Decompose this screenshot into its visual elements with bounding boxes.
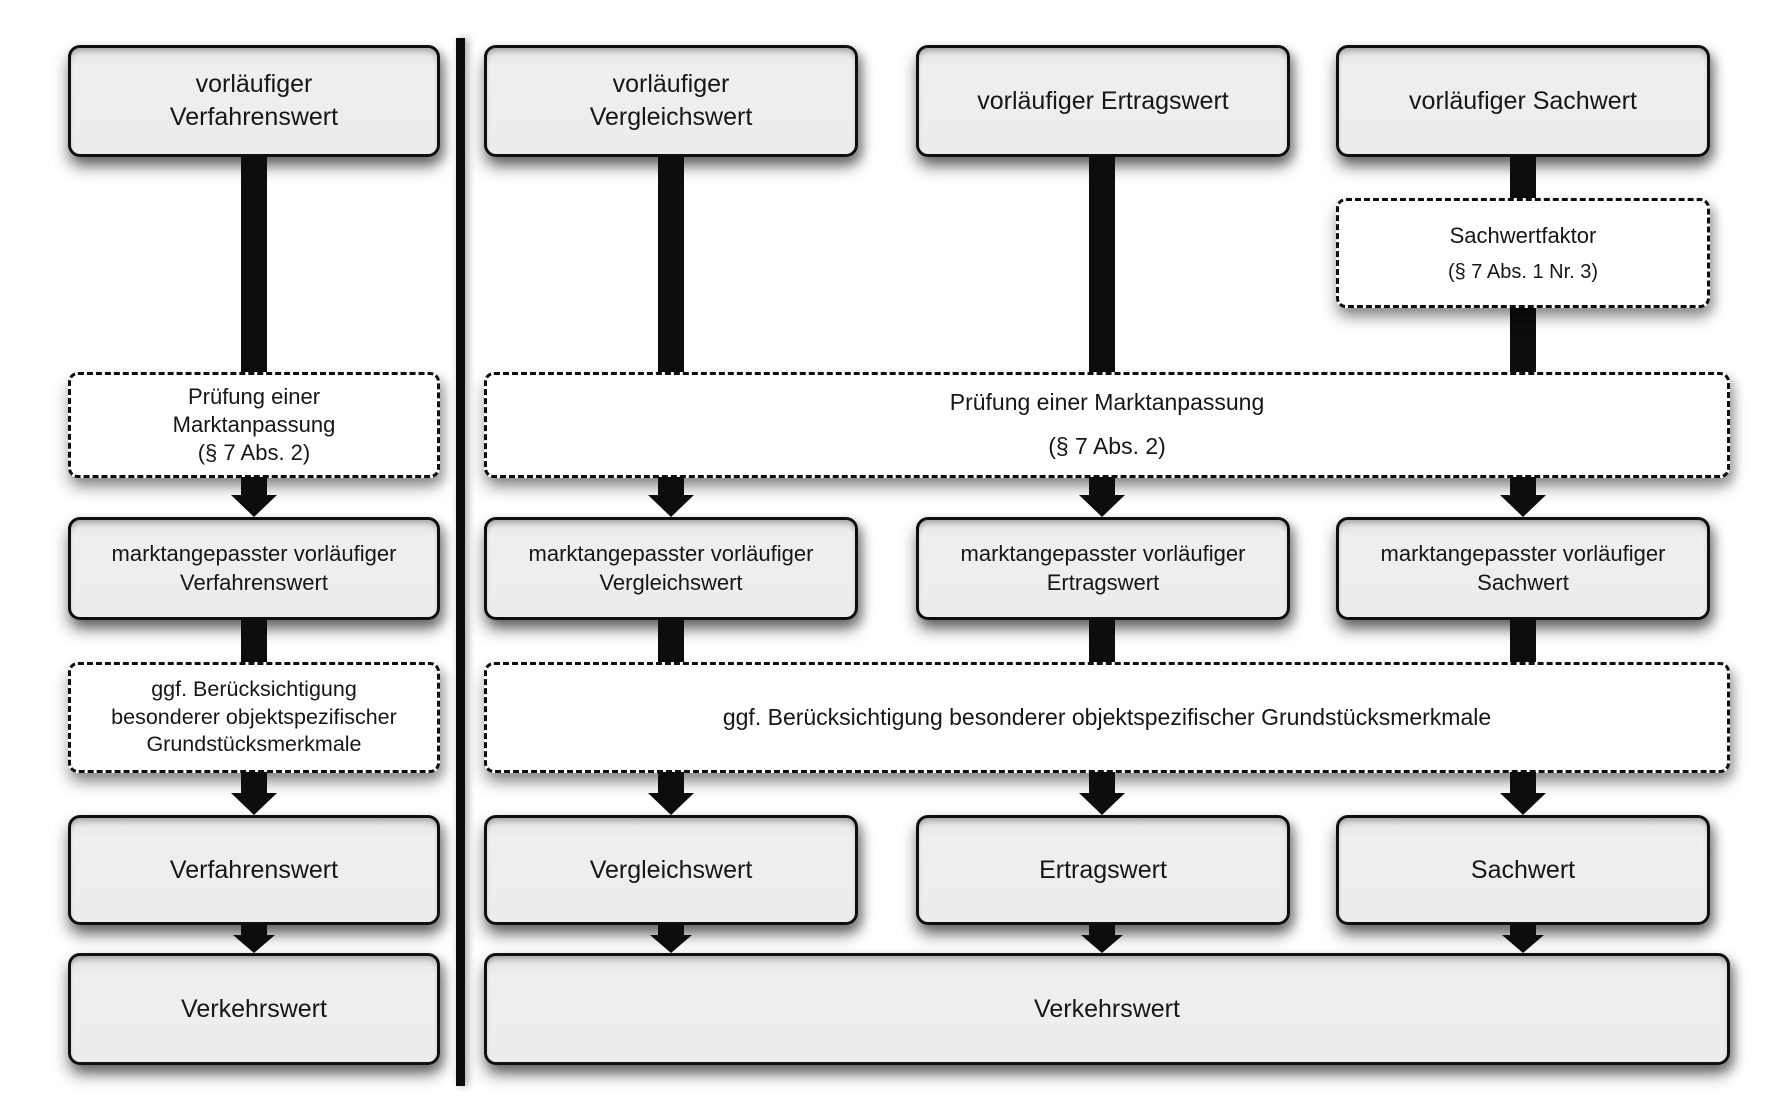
box-sachwert: Sachwert xyxy=(1336,815,1710,925)
connector-ertragswert-down xyxy=(1089,156,1115,373)
box-marktangepasster-sachwert: marktangepasster vorläufiger Sachwert xyxy=(1336,517,1710,620)
box-label-line: (§ 7 Abs. 2) xyxy=(1048,433,1166,459)
arrow-ggf-to-result-col4 xyxy=(1500,772,1546,815)
lane-divider-line xyxy=(456,38,465,1086)
arrow-pruefung-to-markt-col1 xyxy=(231,477,277,517)
box-label-line: Verkehrswert xyxy=(1034,994,1180,1023)
box-beruecksichtigung-wide: ggf. Berücksichtigung besonderer objekts… xyxy=(484,662,1730,773)
box-label-line: Sachwert xyxy=(1477,569,1569,595)
arrow-pruefung-to-markt-col4 xyxy=(1500,477,1546,517)
box-label-line: vorläufiger Sachwert xyxy=(1409,86,1637,115)
arrow-result-to-final-col4 xyxy=(1502,924,1544,953)
arrow-result-to-final-col3 xyxy=(1081,924,1123,953)
box-label-line: Sachwertfaktor xyxy=(1449,222,1597,248)
box-label-line: Prüfung einer xyxy=(187,383,321,409)
box-verfahrenswert: Verfahrenswert xyxy=(68,815,440,925)
connector-markt-to-ggf-col2 xyxy=(658,619,684,663)
box-label-line: Verkehrswert xyxy=(181,994,327,1023)
box-label-line: marktangepasster vorläufiger xyxy=(528,541,814,567)
connector-verfahrenswert-down xyxy=(241,156,267,373)
connector-markt-to-ggf-col4 xyxy=(1510,619,1536,663)
box-vorlaeufiger-ertragswert: vorläufiger Ertragswert xyxy=(916,45,1290,157)
box-label-line: Verfahrenswert xyxy=(169,855,339,884)
box-label-line: besonderer objektspezifischer xyxy=(111,704,397,729)
box-label-line: Vergleichswert xyxy=(589,855,753,884)
box-pruefung-marktanpassung-wide: Prüfung einer Marktanpassung (§ 7 Abs. 2… xyxy=(484,372,1730,478)
box-label-line: Vergleichswert xyxy=(599,569,743,595)
box-label-line: vorläufiger Ertragswert xyxy=(977,86,1229,115)
box-beruecksichtigung-left: ggf. Berücksichtigung besonderer objekts… xyxy=(68,662,440,773)
box-marktangepasster-ertragswert: marktangepasster vorläufiger Ertragswert xyxy=(916,517,1290,620)
box-sachwertfaktor: Sachwertfaktor (§ 7 Abs. 1 Nr. 3) xyxy=(1336,198,1710,308)
box-vorlaeufiger-vergleichswert: vorläufiger Vergleichswert xyxy=(484,45,858,157)
arrow-ggf-to-result-col2 xyxy=(648,772,694,815)
connector-markt-to-ggf-col3 xyxy=(1089,619,1115,663)
box-verkehrswert-wide: Verkehrswert xyxy=(484,953,1730,1065)
connector-faktor-down xyxy=(1510,306,1536,373)
box-label-line: vorläufiger xyxy=(612,70,730,98)
arrow-result-to-final-col2 xyxy=(650,924,692,953)
box-label-line: Grundstücksmerkmale xyxy=(146,732,362,757)
box-label-line: (§ 7 Abs. 2) xyxy=(197,440,311,466)
box-label-line: Verfahrenswert xyxy=(169,103,339,131)
box-marktangepasster-verfahrenswert: marktangepasster vorläufiger Verfahrensw… xyxy=(68,517,440,620)
arrow-ggf-to-result-col1 xyxy=(231,772,277,815)
arrow-pruefung-to-markt-col2 xyxy=(648,477,694,517)
box-pruefung-marktanpassung-left: Prüfung einer Marktanpassung (§ 7 Abs. 2… xyxy=(68,372,440,478)
box-label-line: Marktanpassung xyxy=(172,411,336,437)
box-label-line: marktangepasster vorläufiger xyxy=(111,541,397,567)
arrow-ggf-to-result-col3 xyxy=(1079,772,1125,815)
box-label-line: Verfahrenswert xyxy=(180,569,328,595)
box-label-line: vorläufiger xyxy=(195,70,313,98)
arrow-result-to-final-col1 xyxy=(233,924,275,953)
box-label-line: Sachwert xyxy=(1470,855,1576,884)
box-marktangepasster-vergleichswert: marktangepasster vorläufiger Vergleichsw… xyxy=(484,517,858,620)
box-label-line: ggf. Berücksichtigung besonderer objekts… xyxy=(722,703,1492,730)
connector-markt-to-ggf-col1 xyxy=(241,619,267,663)
box-vorlaeufiger-verfahrenswert: vorläufiger Verfahrenswert xyxy=(68,45,440,157)
arrow-pruefung-to-markt-col3 xyxy=(1079,477,1125,517)
connector-vergleichswert-down xyxy=(658,156,684,373)
box-label-line: Ertragswert xyxy=(1039,855,1167,884)
box-vorlaeufiger-sachwert: vorläufiger Sachwert xyxy=(1336,45,1710,157)
box-label-line: marktangepasster vorläufiger xyxy=(1380,541,1666,567)
box-label-line: Vergleichswert xyxy=(589,103,753,131)
box-label-line: ggf. Berücksichtigung xyxy=(151,677,357,702)
box-label-line: marktangepasster vorläufiger xyxy=(960,541,1246,567)
box-label-line: Ertragswert xyxy=(1046,569,1160,595)
box-ertragswert: Ertragswert xyxy=(916,815,1290,925)
box-label-line: Prüfung einer Marktanpassung xyxy=(949,389,1265,416)
box-vergleichswert: Vergleichswert xyxy=(484,815,858,925)
box-verkehrswert-left: Verkehrswert xyxy=(68,953,440,1065)
box-label-line: (§ 7 Abs. 1 Nr. 3) xyxy=(1447,261,1599,284)
connector-sachwert-to-faktor xyxy=(1510,156,1536,200)
